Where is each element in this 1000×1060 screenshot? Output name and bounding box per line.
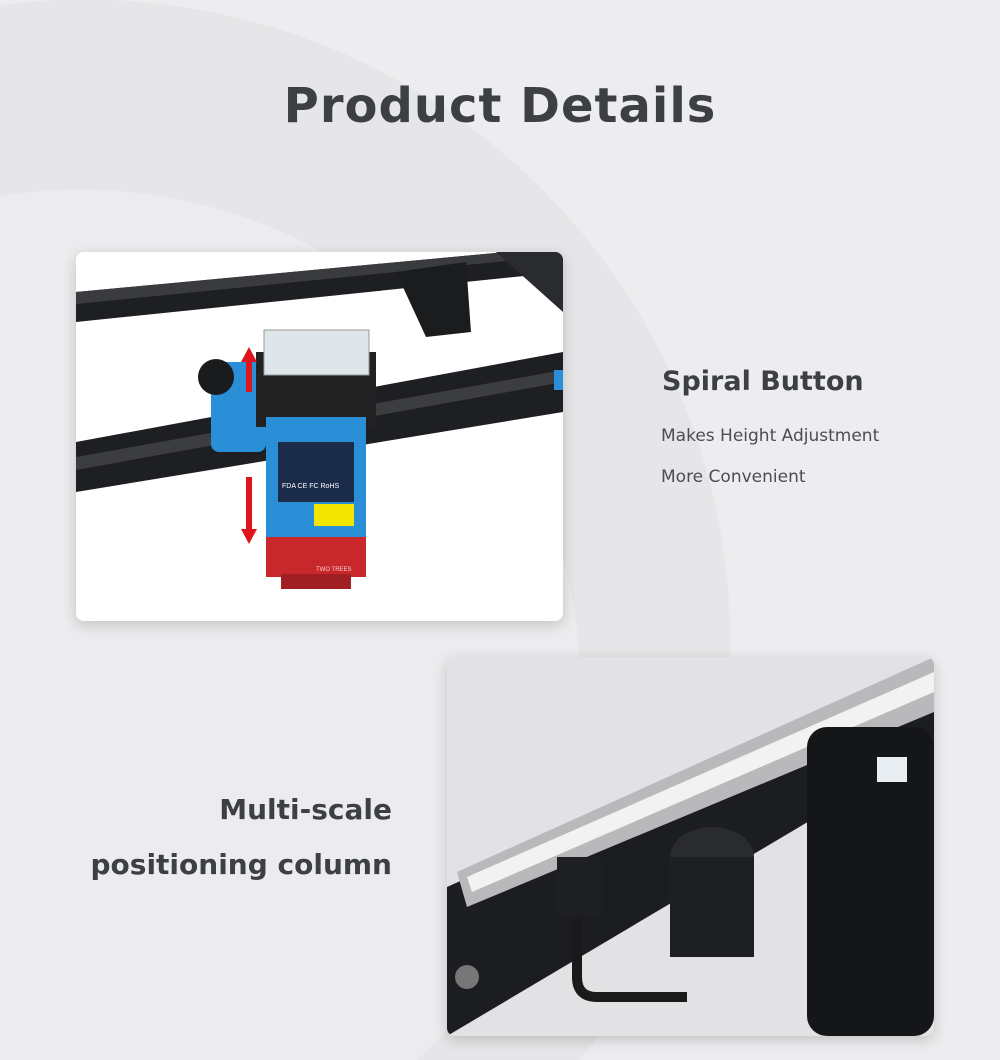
laser-module-photo: FDA CE FC RoHS TWO TREES	[76, 252, 563, 621]
section1-line-1: Makes Height Adjustment	[661, 426, 880, 446]
module-label-text: FDA CE FC RoHS	[282, 483, 340, 490]
section1-line-2: More Convenient	[661, 467, 806, 487]
section1-heading: Spiral Button	[662, 366, 864, 397]
section2-heading-line-1: Multi-scale	[219, 793, 392, 826]
rail-scale-photo	[447, 657, 934, 1036]
page-title: Product Details	[283, 78, 717, 134]
module-brand-text: TWO TREES	[316, 567, 352, 573]
section2-heading-line-2: positioning column	[90, 848, 393, 881]
